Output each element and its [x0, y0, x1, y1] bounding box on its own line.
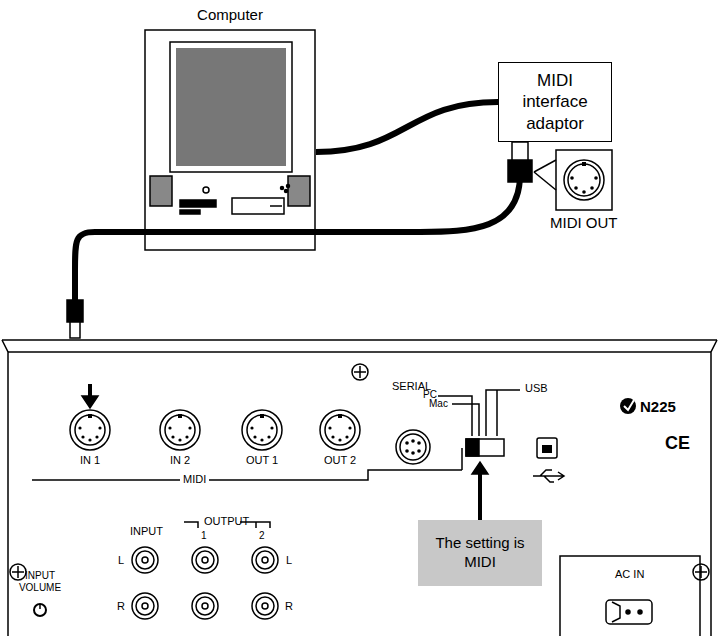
midi-jack	[70, 410, 110, 450]
rca-jack-ring	[256, 551, 274, 569]
jack-pin	[270, 426, 273, 429]
midi-jack-ring	[247, 415, 277, 445]
midi-jack	[160, 410, 200, 450]
node-text: MIDI interface adaptor	[505, 70, 605, 134]
panel-label: INPUT VOLUME	[10, 570, 70, 594]
jack-pin	[185, 435, 188, 438]
jack-pin	[95, 435, 98, 438]
setting-callout: The setting is MIDI	[418, 520, 542, 586]
panel-label: 1	[201, 530, 207, 542]
rca-jack-pin	[142, 557, 148, 563]
jack-pin	[78, 426, 81, 429]
rca-jack-pin	[202, 603, 208, 609]
jack-pin	[168, 426, 171, 429]
rca-jack-pin	[262, 557, 268, 563]
rca-jack-pin	[142, 603, 148, 609]
rca-jack-ring	[136, 551, 154, 569]
panel-label: MIDI	[180, 473, 209, 486]
jack-pin	[345, 435, 348, 438]
panel-label: OUT 2	[324, 454, 356, 467]
panel-label: L	[286, 554, 292, 567]
jack-pin	[98, 426, 101, 429]
panel-label: N225	[640, 398, 676, 415]
rca-jack-pin	[202, 557, 208, 563]
jack-pin	[331, 435, 334, 438]
rca-jack	[132, 593, 158, 619]
panel-label: OUTPUT	[204, 515, 249, 528]
panel-label: CE	[665, 433, 690, 453]
midi-jack	[242, 410, 282, 450]
rca-jack-ring	[196, 597, 214, 615]
jack-pin	[328, 426, 331, 429]
jack-pin	[260, 438, 263, 441]
jack-pin	[171, 435, 174, 438]
node-text: Computer	[197, 6, 263, 25]
panel-label: R	[285, 600, 293, 613]
rca-jack-pin	[262, 603, 268, 609]
rca-jack	[252, 547, 278, 573]
rca-jack	[132, 547, 158, 573]
panel-label: INPUT	[130, 525, 163, 538]
jack-pin	[250, 426, 253, 429]
rca-jack	[192, 593, 218, 619]
panel-label: L	[118, 554, 124, 567]
panel-label: Mac	[429, 398, 448, 410]
panel-label: R	[117, 600, 125, 613]
jack-pin	[178, 438, 181, 441]
panel-label: OUT 1	[246, 454, 278, 467]
panel-label: 2	[259, 530, 265, 542]
computer: Computer	[140, 6, 320, 252]
midi-cable	[316, 102, 498, 152]
rca-jack-ring	[196, 551, 214, 569]
jack-pin	[188, 426, 191, 429]
panel-label: AC IN	[615, 568, 644, 581]
jack-pin	[253, 435, 256, 438]
adaptor-box: MIDI interface adaptor	[498, 62, 612, 142]
rca-jack-ring	[136, 597, 154, 615]
node-text: The setting is MIDI	[424, 534, 536, 572]
jack-key	[178, 414, 182, 418]
panel-label: USB	[525, 382, 548, 395]
jack-key	[88, 414, 92, 418]
midi-jack-ring	[325, 415, 355, 445]
jack-pin	[81, 435, 84, 438]
panel-label: IN 1	[80, 454, 100, 467]
rca-jack	[252, 593, 278, 619]
jack-key	[338, 414, 342, 418]
jack-pin	[338, 438, 341, 441]
midi-jack	[320, 410, 360, 450]
jack-key	[260, 414, 264, 418]
rca-jack	[192, 547, 218, 573]
rca-jack-ring	[256, 597, 274, 615]
midi-jack-ring	[75, 415, 105, 445]
panel-label: IN 2	[170, 454, 190, 467]
panel-label: MIDI OUT	[550, 214, 618, 231]
jack-pin	[348, 426, 351, 429]
jack-pin	[88, 438, 91, 441]
jack-pin	[267, 435, 270, 438]
midi-jack-ring	[165, 415, 195, 445]
